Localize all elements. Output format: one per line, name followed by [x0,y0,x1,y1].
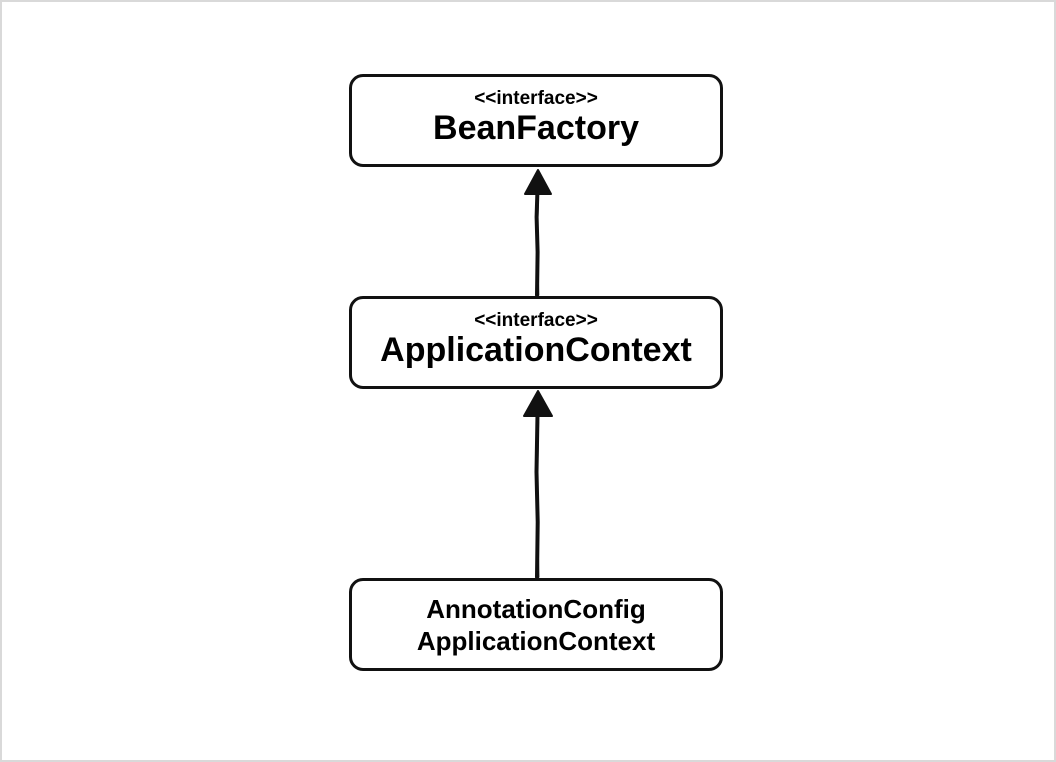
node-title: ApplicationContext [380,330,692,369]
edge-applicationcontext-to-beanfactory [524,169,552,297]
node-beanfactory: <<interface>> BeanFactory [349,74,723,167]
edge-annotationconfig-to-applicationcontext [523,390,553,579]
arrowhead-icon [523,390,553,417]
arrowhead-icon [524,169,552,195]
stereotype-label: <<interface>> [474,87,598,109]
node-title: BeanFactory [433,108,639,147]
node-title-line2: ApplicationContext [416,625,656,656]
node-annotationconfig-applicationcontext: AnnotationConfig ApplicationContext [349,578,723,671]
node-title-line1: AnnotationConfig [426,593,646,624]
stereotype-label: <<interface>> [474,309,598,331]
node-applicationcontext: <<interface>> ApplicationContext [349,296,723,389]
